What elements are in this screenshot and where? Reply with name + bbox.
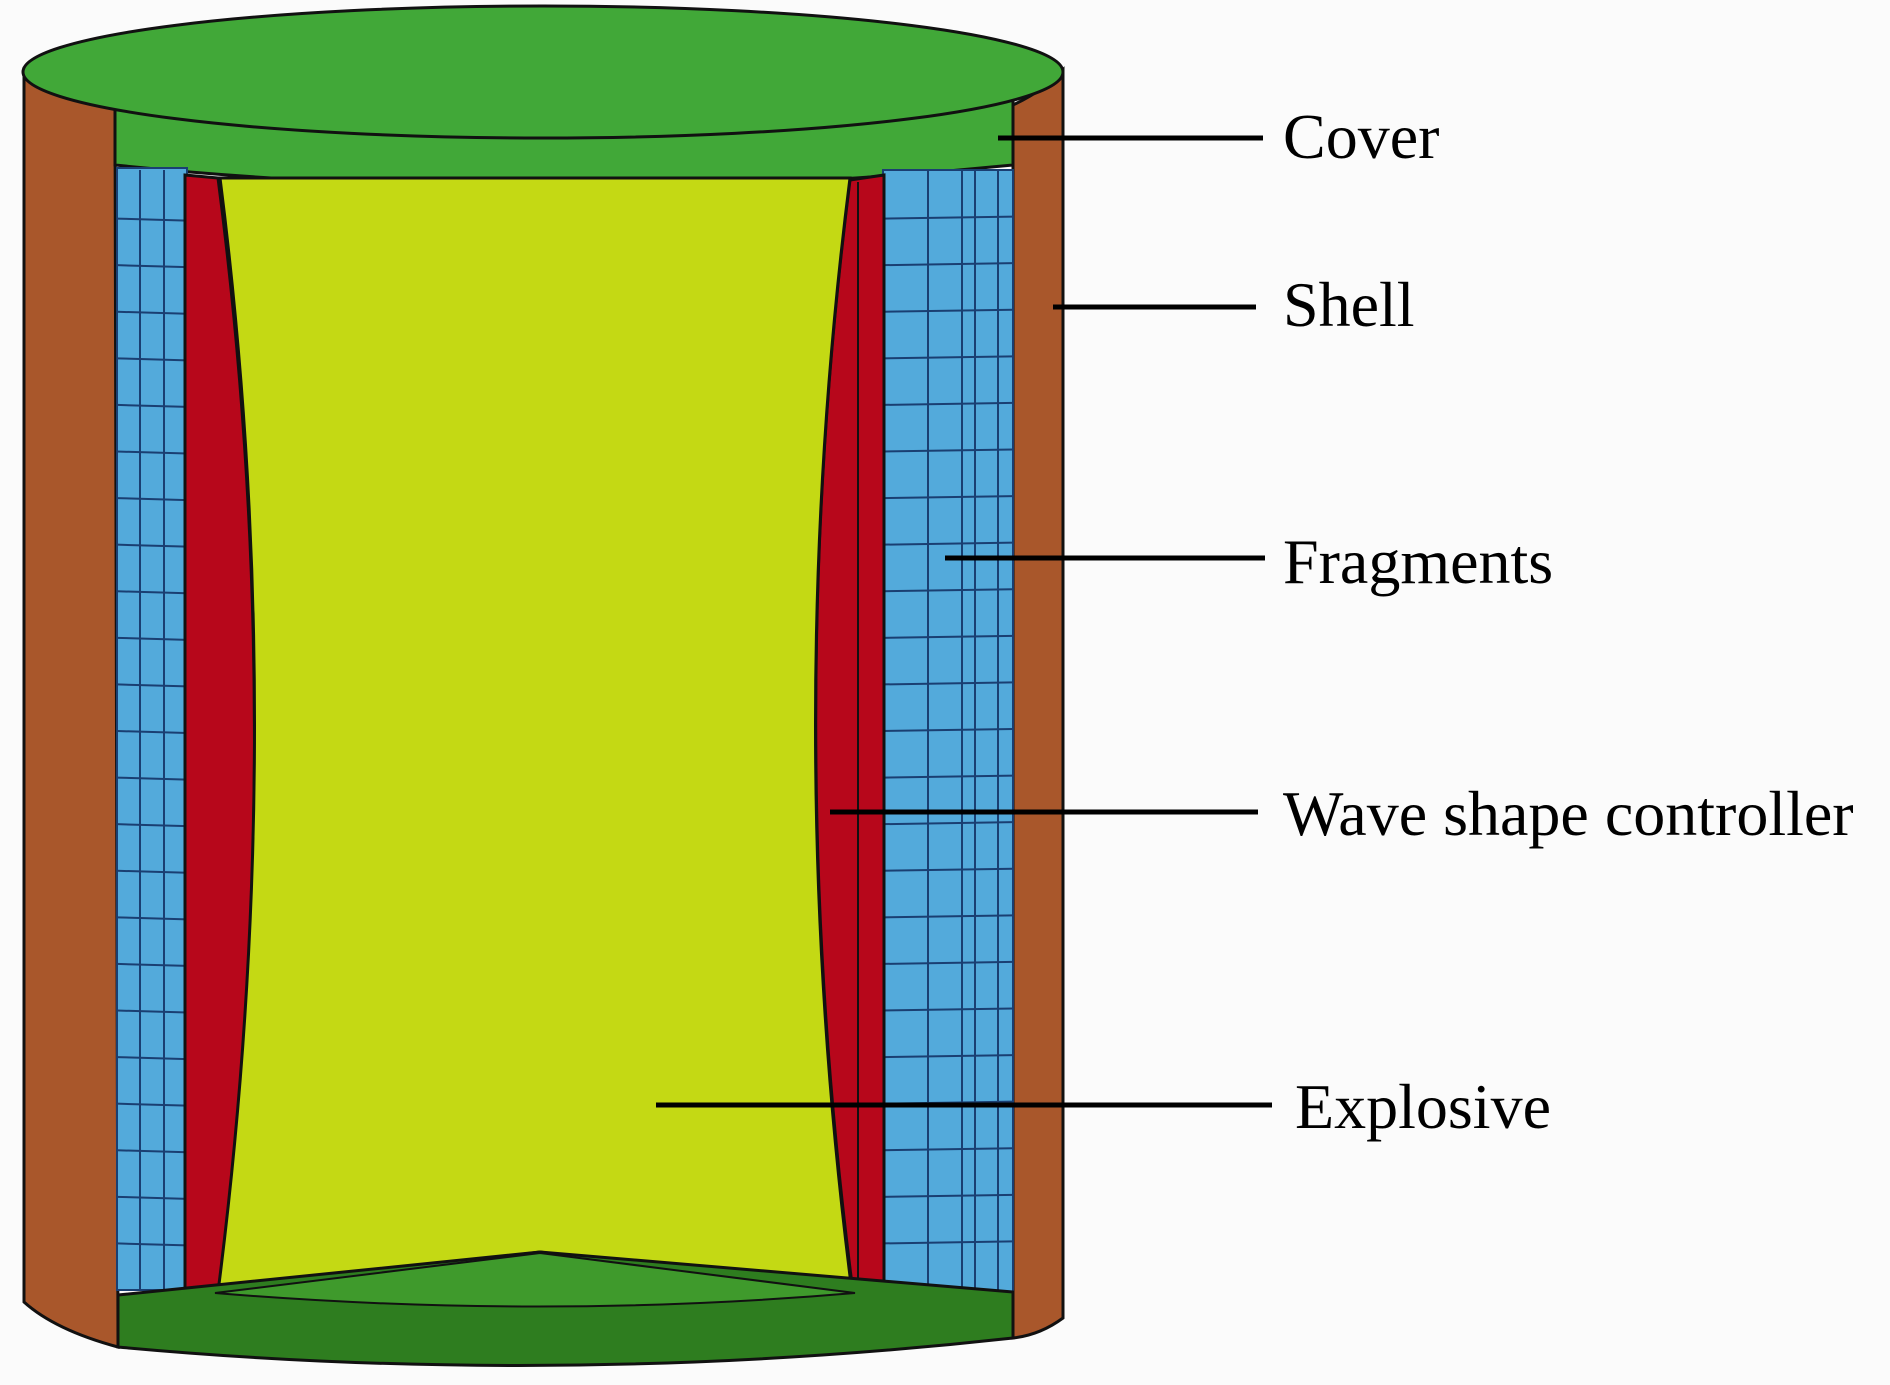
label-shell: Shell xyxy=(1283,269,1415,340)
fragment-row-line xyxy=(882,401,1014,406)
fragment-row-line xyxy=(116,962,188,967)
fragment-row-line xyxy=(116,450,188,455)
fragment-row-line xyxy=(882,262,1014,267)
fragment-row-line xyxy=(116,497,188,502)
fragment-row-line xyxy=(116,1242,188,1247)
shell-right-wall xyxy=(1011,66,1065,1340)
fragment-row-line xyxy=(882,495,1014,500)
fragment-row-line xyxy=(882,588,1014,593)
fragments-left-grid xyxy=(116,170,188,1290)
fragment-row-line xyxy=(882,1193,1014,1198)
fragment-row-line xyxy=(116,1195,188,1200)
label-explosive: Explosive xyxy=(1295,1071,1551,1142)
fragment-row-line xyxy=(882,355,1014,360)
fragment-row-line xyxy=(116,403,188,408)
fragment-row-line xyxy=(116,217,188,222)
fragment-row-line xyxy=(116,636,188,641)
fragment-row-line xyxy=(116,823,188,828)
fragment-row-line xyxy=(116,1009,188,1014)
fragment-row-line xyxy=(116,916,188,921)
shell-left-wall xyxy=(22,66,120,1349)
fragment-row-line xyxy=(116,1056,188,1061)
fragment-row-line xyxy=(116,683,188,688)
fragment-row-line xyxy=(116,1102,188,1107)
fragment-row-line xyxy=(882,1007,1014,1012)
fragment-row-line xyxy=(116,1149,188,1154)
explosive-core xyxy=(216,176,854,1294)
fragment-row-line xyxy=(882,448,1014,453)
label-cover: Cover xyxy=(1283,101,1440,172)
fragment-row-line xyxy=(882,541,1014,546)
fragment-row-line xyxy=(882,728,1014,732)
fragment-row-line xyxy=(116,776,188,781)
fragment-row-line xyxy=(882,821,1014,826)
fragment-row-line xyxy=(882,634,1014,639)
fragment-row-line xyxy=(116,357,188,362)
fragment-row-line xyxy=(116,264,188,269)
label-wave-shape-controller: Wave shape controller xyxy=(1283,778,1854,849)
fragment-row-line xyxy=(116,543,188,548)
fragment-row-line xyxy=(116,869,188,874)
fragment-row-line xyxy=(116,590,188,595)
fragment-row-line xyxy=(882,215,1014,220)
fragment-row-line xyxy=(882,308,1014,313)
fragment-row-line xyxy=(882,867,1014,872)
fragments-left-column xyxy=(116,167,188,1291)
cover-top-ellipse xyxy=(21,4,1065,140)
fragments-right-grid xyxy=(882,170,1014,1290)
fragment-row-line xyxy=(882,960,1014,965)
fragment-row-line xyxy=(882,1240,1014,1245)
fragment-row-line xyxy=(882,914,1014,919)
fragment-row-line xyxy=(882,774,1014,779)
fragment-row-line xyxy=(882,1147,1014,1152)
fragment-row-line xyxy=(882,681,1014,686)
fragment-row-line xyxy=(882,1054,1014,1059)
label-fragments: Fragments xyxy=(1283,526,1554,597)
fragment-row-line xyxy=(116,730,188,734)
fragment-row-line xyxy=(116,310,188,315)
cover-bottom-inner xyxy=(214,1251,856,1308)
